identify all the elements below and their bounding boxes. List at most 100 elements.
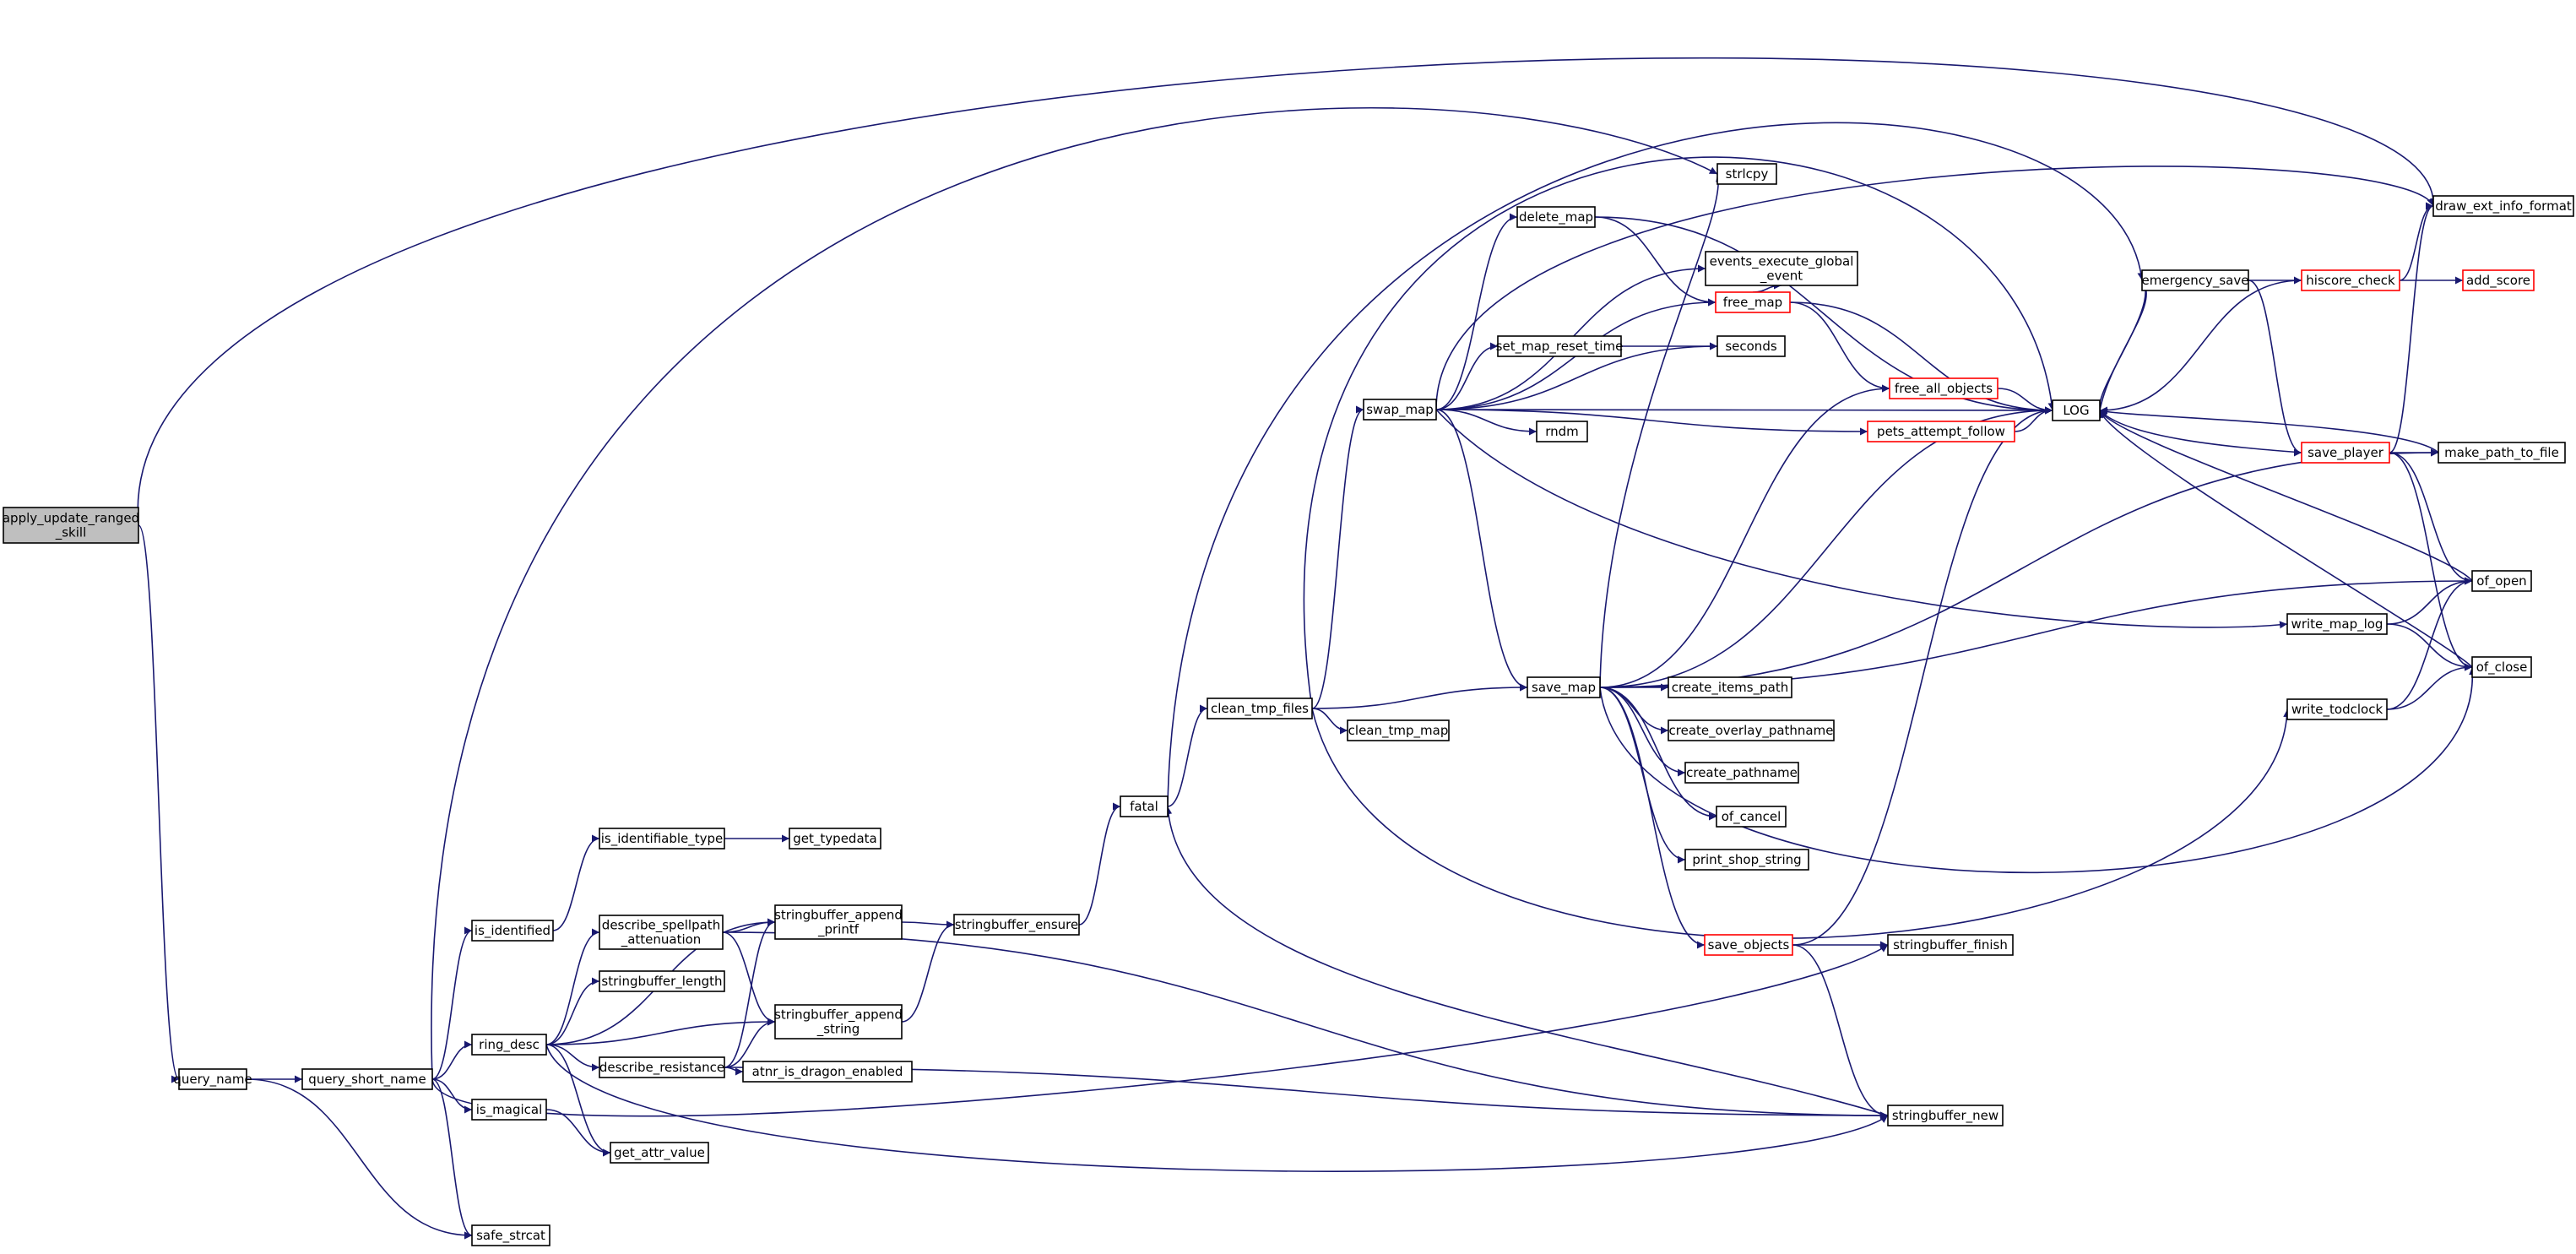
edge-clean_tmp_files-to-swap_map (1311, 405, 1364, 709)
edge-make_path_to_file-to-LOG (2099, 409, 2439, 453)
node-stringbuffer-ensure[interactable]: stringbuffer_ensure (953, 914, 1080, 936)
node-label: strlcpy (1726, 166, 1769, 182)
node-label: rndm (1545, 424, 1579, 439)
node-box (471, 920, 554, 942)
node-label: fatal (1130, 799, 1158, 814)
node-get-attr-value[interactable]: get_attr_value (610, 1142, 709, 1164)
edge-save_player-to-LOG (2099, 410, 2302, 453)
node-stringbuffer-finish[interactable]: stringbuffer_finish (1887, 934, 2014, 956)
node-is-magical[interactable]: is_magical (471, 1099, 547, 1121)
edges-layer (137, 57, 2477, 1240)
node-stringbuffer-new[interactable]: stringbuffer_new (1887, 1105, 2004, 1126)
node-clean-tmp-files[interactable]: clean_tmp_files (1207, 698, 1313, 719)
node-set-map-reset-time[interactable]: set_map_reset_time (1496, 335, 1624, 357)
edge-free_map-to-LOG (1789, 301, 2053, 415)
node-box (301, 1068, 433, 1090)
node-ring-desc[interactable]: ring_desc (471, 1034, 547, 1056)
node-delete-map[interactable]: delete_map (1516, 206, 1596, 228)
node-label: clean_tmp_files (1211, 701, 1309, 717)
node-label: stringbuffer_finish (1893, 937, 2008, 953)
node-of-cancel[interactable]: of_cancel (1716, 806, 1787, 828)
node-label: LOG (2063, 403, 2089, 418)
node-emergency-save[interactable]: emergency_save (2141, 269, 2249, 291)
node-seconds[interactable]: seconds (1716, 335, 1786, 357)
node-free-all-objects[interactable]: free_all_objects (1889, 377, 1998, 399)
node-draw-ext-info-format[interactable]: draw_ext_info_format (2432, 195, 2574, 217)
node-label: hiscore_check (2306, 273, 2395, 289)
node-free-map[interactable]: free_map (1715, 291, 1791, 313)
node-create-items-path[interactable]: create_items_path (1668, 676, 1792, 698)
node-label: print_shop_string (1692, 852, 1801, 868)
node-write-map-log[interactable]: write_map_log (2286, 613, 2388, 635)
node-label: query_name (173, 1072, 252, 1088)
node-box (1705, 251, 1858, 286)
node-label: make_path_to_file (2444, 445, 2559, 461)
edge-save_objects-to-stringbuffer_new (1792, 944, 1889, 1120)
node-atnr-is-dragon-enabled[interactable]: atnr_is_dragon_enabled (742, 1061, 913, 1083)
node-strlcpy[interactable]: strlcpy (1716, 163, 1777, 185)
node-stringbuffer-length[interactable]: stringbuffer_length (599, 970, 725, 992)
node-box (1716, 806, 1787, 828)
node-label: get_typedata (793, 831, 876, 847)
edge-pets_attempt_follow-to-LOG (2014, 406, 2053, 432)
node-add-score[interactable]: add_score (2462, 269, 2535, 291)
node-stringbuffer-append-string[interactable]: stringbuffer_append_string (774, 1004, 903, 1040)
node-create-overlay-pathname[interactable]: create_overlay_pathname (1668, 719, 1835, 741)
node-describe-resistance[interactable]: describe_resistance (599, 1056, 725, 1078)
node-make-path-to-file[interactable]: make_path_to_file (2438, 442, 2566, 464)
node-query-name[interactable]: query_name (173, 1068, 252, 1090)
edge-save_objects-to-LOG (1792, 406, 2053, 946)
edge-save_player-to-of_close (2389, 452, 2473, 671)
node-label: query_short_name (308, 1072, 426, 1088)
node-hiscore-check[interactable]: hiscore_check (2301, 269, 2400, 291)
edge-save_map-to-strlcpy (1599, 173, 1723, 688)
node-describe-spellpath-attenuation[interactable]: describe_spellpath_attenuation (599, 915, 724, 950)
edge-of_open-to-LOG (2099, 410, 2473, 582)
node-box (2286, 613, 2388, 635)
node-box (2438, 442, 2566, 464)
node-pets-attempt-follow[interactable]: pets_attempt_follow (1867, 421, 2015, 442)
node-box (599, 828, 725, 850)
node-events-execute-global-event[interactable]: events_execute_global_event (1705, 251, 1858, 286)
node-save-player[interactable]: save_player (2301, 442, 2390, 464)
node-of-close[interactable]: of_close (2471, 656, 2532, 678)
node-label: emergency_save (2142, 273, 2249, 289)
node-label: swap_map (1366, 402, 1434, 418)
node-label: _event (1760, 269, 1803, 285)
edge-swap_map-to-set_map_reset_time (1435, 342, 1499, 410)
node-stringbuffer-append-printf[interactable]: stringbuffer_append_printf (774, 904, 903, 940)
node-LOG[interactable]: LOG (2052, 399, 2101, 421)
node-safe-strcat[interactable]: safe_strcat (471, 1224, 550, 1246)
node-label: stringbuffer_new (1892, 1108, 1998, 1124)
node-label: draw_ext_info_format (2435, 198, 2572, 214)
node-label: seconds (1725, 339, 1776, 354)
node-box (1715, 291, 1791, 313)
edge-hiscore_check-to-LOG (2099, 280, 2302, 415)
node-save-map[interactable]: save_map (1527, 676, 1601, 698)
edge-fatal-to-clean_tmp_files (1167, 704, 1208, 807)
node-label: _string (816, 1022, 860, 1038)
node-apply-update-ranged-skill[interactable]: apply_update_ranged_skill (3, 507, 139, 544)
node-save-objects[interactable]: save_objects (1704, 934, 1793, 956)
node-of-open[interactable]: of_open (2471, 570, 2532, 592)
node-clean-tmp-map[interactable]: clean_tmp_map (1347, 719, 1450, 741)
edge-query_short_name-to-is_magical (431, 1078, 473, 1114)
edge-fatal-to-emergency_save (1167, 122, 2145, 807)
node-rndm[interactable]: rndm (1536, 421, 1588, 442)
node-fatal[interactable]: fatal (1120, 795, 1169, 817)
node-write-todclock[interactable]: write_todclock (2286, 698, 2388, 720)
node-print-shop-string[interactable]: print_shop_string (1684, 849, 1809, 871)
edge-of_close-to-LOG (2098, 410, 2473, 668)
edge-save_map-to-save_objects (1599, 687, 1706, 949)
node-create-pathname[interactable]: create_pathname (1684, 762, 1799, 784)
node-get-typedata[interactable]: get_typedata (789, 828, 881, 850)
edge-query_name-to-safe_strcat (246, 1078, 473, 1240)
node-swap-map[interactable]: swap_map (1363, 399, 1437, 421)
node-is-identifiable-type[interactable]: is_identifiable_type (599, 828, 725, 850)
edge-clean_tmp_files-to-LOG (1303, 156, 2056, 709)
edge-write_todclock-to-of_open (2386, 577, 2473, 710)
node-is-identified[interactable]: is_identified (471, 920, 554, 942)
node-query-short-name[interactable]: query_short_name (301, 1068, 433, 1090)
node-box (1684, 762, 1799, 784)
